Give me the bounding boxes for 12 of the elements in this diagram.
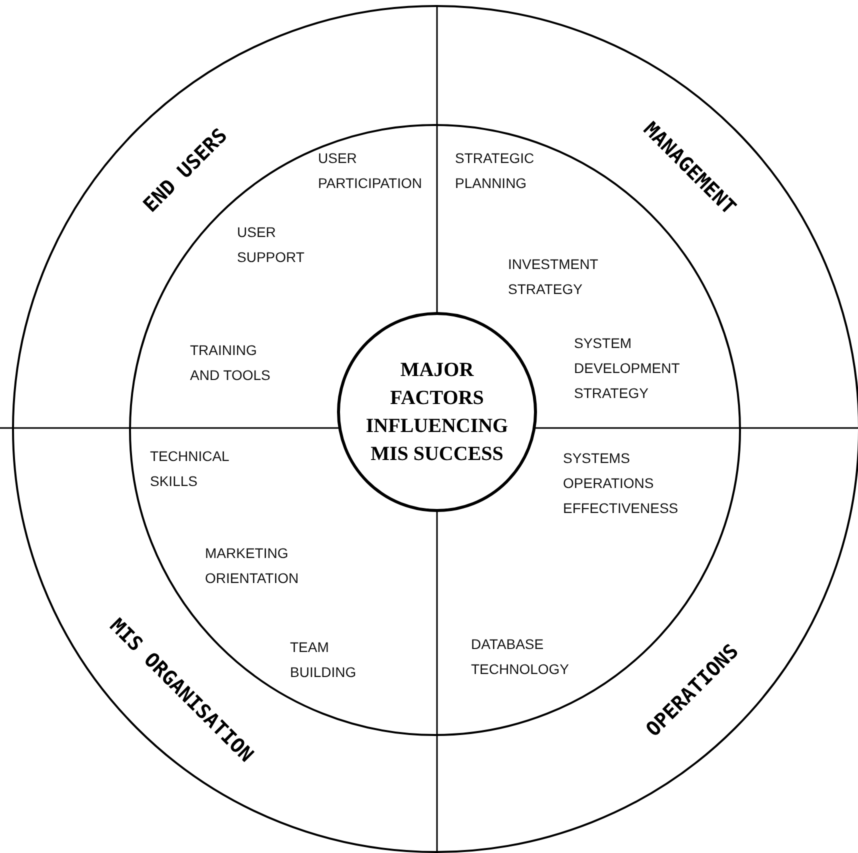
factor-label: SYSTEM DEVELOPMENT STRATEGY xyxy=(574,334,680,403)
factor-label: DATABASE TECHNOLOGY xyxy=(471,635,570,679)
factor-label: STRATEGIC PLANNING xyxy=(455,149,534,193)
factor-label: TECHNICAL SKILLS xyxy=(150,447,229,491)
factor-label: TRAINING AND TOOLS xyxy=(190,341,272,385)
factor-label: MARKETING ORIENTATION xyxy=(205,544,299,588)
factor-label: INVESTMENT STRATEGY xyxy=(508,255,598,299)
factor-label: SYSTEMS OPERATIONS EFFECTIVENESS xyxy=(563,449,678,518)
factor-label: USER PARTICIPATION xyxy=(318,149,422,193)
center-title: MAJOR FACTORS INFLUENCING MIS SUCCESS xyxy=(364,358,510,467)
factor-label: USER SUPPORT xyxy=(237,223,304,267)
factor-label: TEAM BUILDING xyxy=(290,638,356,682)
